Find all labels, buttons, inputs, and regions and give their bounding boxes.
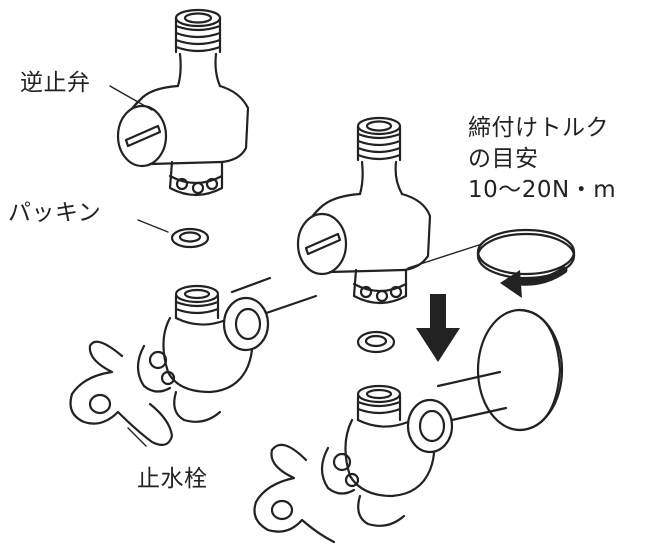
packing-washer-left xyxy=(137,219,210,249)
check-valve-label: 逆止弁 xyxy=(20,70,91,96)
torque-note-line-3: 10〜20N・m xyxy=(468,177,617,203)
check-valve-illustration xyxy=(109,8,250,197)
packing-washer-right xyxy=(356,330,396,354)
packing-label: パッキン xyxy=(8,200,102,226)
stop-valve-leader xyxy=(127,427,147,447)
stop-valve-left-illustration xyxy=(69,276,318,447)
torque-note-line-2: の目安 xyxy=(468,146,539,172)
stop-valve-right-illustration xyxy=(253,308,564,544)
down-arrow-icon xyxy=(416,294,460,362)
rotation-arrow-icon xyxy=(476,228,576,298)
torque-note-line-1: 締付けトルク xyxy=(468,115,609,141)
check-valve-right-illustration xyxy=(296,116,483,305)
stop-valve-label: 止水栓 xyxy=(137,466,208,492)
torque-note: 締付けトルク の目安 10〜20N・m xyxy=(468,113,616,206)
